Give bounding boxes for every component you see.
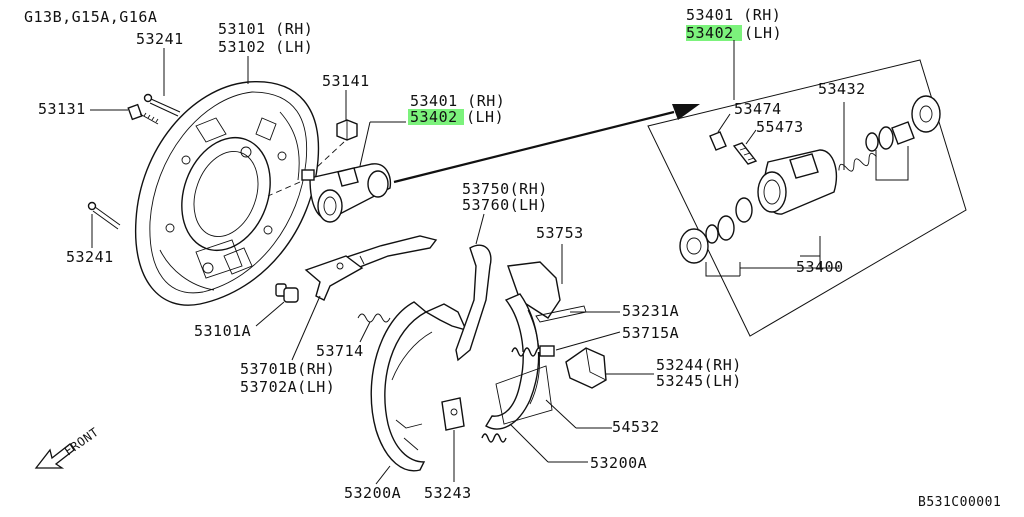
parking-lever-53701b — [304, 255, 364, 301]
label-53701b: 53701B(RH) — [240, 360, 335, 378]
backing-plate — [134, 81, 320, 306]
detail-box — [647, 59, 967, 337]
front-arrow — [34, 443, 75, 469]
spring-53714 — [357, 313, 391, 323]
dash-cyl — [267, 181, 301, 197]
link-54532 — [495, 365, 553, 425]
dust-boot-left — [679, 228, 709, 264]
diagram-code: B531C00001 — [918, 495, 1001, 510]
label-55473: 55473 — [756, 118, 804, 136]
label-53750: 53750(RH) — [462, 180, 548, 198]
label-53402-top: 53402 — [686, 24, 734, 42]
wheel-cylinder-body — [757, 149, 838, 215]
label-53401-top: 53401 (RH) — [686, 6, 781, 24]
label-53753: 53753 — [536, 224, 584, 242]
cylinder-cup-left — [705, 197, 753, 244]
label-53141: 53141 — [322, 72, 370, 90]
label-53200a-right: 53200A — [590, 454, 647, 472]
spring-53432 — [838, 152, 877, 172]
label-53243: 53243 — [424, 484, 472, 502]
bleeder-53101a — [275, 283, 299, 303]
label-53241-top: 53241 — [136, 30, 184, 48]
label-53474: 53474 — [734, 100, 782, 118]
label-53101: 53101 (RH) — [218, 20, 313, 38]
label-53245: 53245(LH) — [656, 372, 742, 390]
spring-53715a — [511, 345, 555, 357]
label-53715a: 53715A — [622, 324, 679, 342]
label-53402-top-side: (LH) — [744, 24, 782, 42]
label-53244: 53244(RH) — [656, 356, 742, 374]
bolt-53131 — [127, 103, 159, 125]
highlight-53402-top — [686, 25, 742, 41]
label-engines: G13B,G15A,G16A — [24, 8, 157, 26]
bolt-53241-bottom — [87, 201, 121, 230]
label-53714: 53714 — [316, 342, 364, 360]
label-53402-mid: 53402 — [410, 108, 458, 126]
label-53131: 53131 — [38, 100, 86, 118]
label-53402-mid-side: (LH) — [466, 108, 504, 126]
dash-53141 — [315, 141, 345, 169]
label-54532: 54532 — [612, 418, 660, 436]
spring-53243 — [481, 433, 507, 443]
highlight-53402-mid — [408, 109, 464, 125]
cylinder-parts-right — [865, 95, 941, 152]
screw-55473 — [732, 142, 758, 165]
wheel-cylinder-mid — [301, 163, 392, 223]
label-front: FRONT — [62, 425, 102, 459]
label-53432: 53432 — [818, 80, 866, 98]
pointer-arrowhead — [672, 104, 700, 120]
brake-shoe-right — [485, 293, 540, 430]
label-53401-mid: 53401 (RH) — [410, 92, 505, 110]
retainer-53243 — [441, 397, 465, 431]
pointer-arrow — [393, 110, 675, 184]
pin-53244 — [565, 347, 607, 389]
label-53760: 53760(LH) — [462, 196, 548, 214]
label-53102: 53102 (LH) — [218, 38, 313, 56]
bleeder-53474 — [709, 131, 727, 151]
label-53702a: 53702A(LH) — [240, 378, 335, 396]
label-53231a: 53231A — [622, 302, 679, 320]
nut-53141 — [336, 119, 358, 141]
bolt-53241-top — [143, 93, 181, 117]
label-53241-bottom: 53241 — [66, 248, 114, 266]
bracket-53432 — [843, 102, 909, 181]
bracket-53400 — [705, 236, 840, 277]
label-53200a-bottom: 53200A — [344, 484, 401, 502]
adjuster-53753 — [455, 244, 561, 362]
label-53101a: 53101A — [194, 322, 251, 340]
brake-shoe-left — [370, 301, 468, 472]
label-53400: 53400 — [796, 258, 844, 276]
leader-lines — [90, 48, 757, 485]
